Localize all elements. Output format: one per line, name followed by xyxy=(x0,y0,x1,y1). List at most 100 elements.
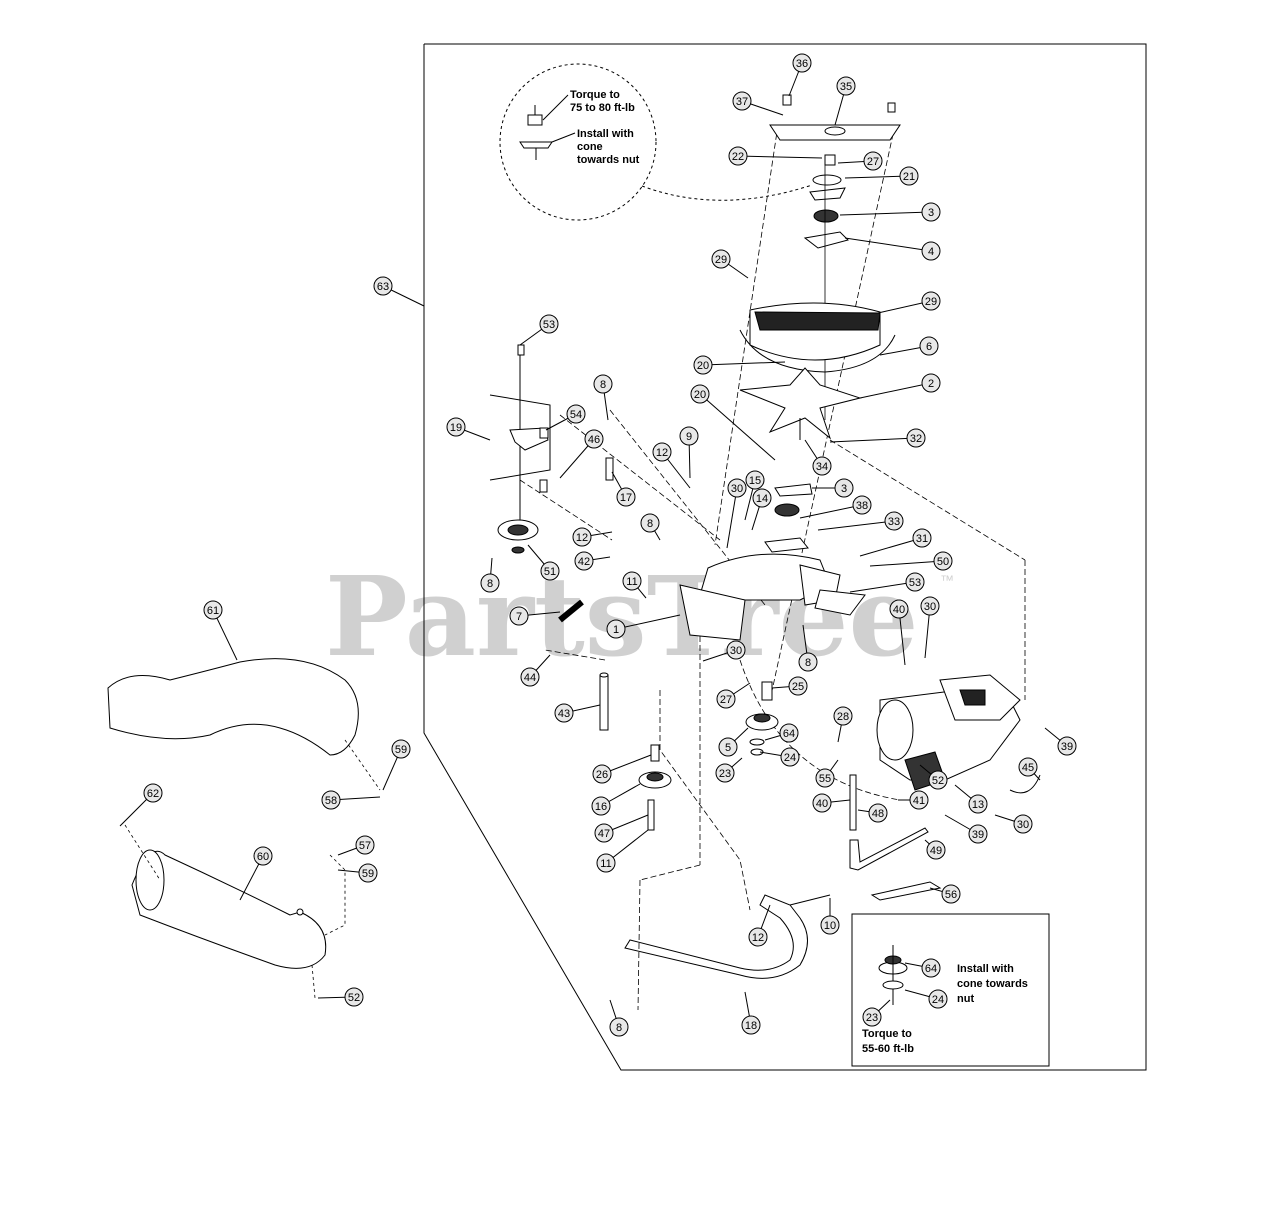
callout-circle xyxy=(921,958,941,978)
callout-circle xyxy=(566,404,586,424)
callout-c49: 49 xyxy=(924,839,946,860)
callout-c8c: 8 xyxy=(640,513,661,541)
callout-c9: 9 xyxy=(679,426,699,479)
callout-number: 20 xyxy=(697,360,709,372)
callout-circle xyxy=(592,764,612,784)
callout-number: 6 xyxy=(926,341,932,353)
callout-circle xyxy=(968,824,988,844)
callout-c5: 5 xyxy=(718,727,749,757)
callout-number: 19 xyxy=(450,422,462,434)
callout-number: 3 xyxy=(841,483,847,495)
note-inset-torque-1: Torque to xyxy=(862,1028,912,1040)
callout-number: 10 xyxy=(824,920,836,932)
callout-number: 44 xyxy=(524,672,536,684)
callout-c40b: 40 xyxy=(812,793,851,813)
callout-circle xyxy=(143,783,163,803)
callout-c20b: 20 xyxy=(690,384,776,461)
callout-circle xyxy=(921,291,941,311)
callout-c61: 61 xyxy=(203,600,238,661)
assembly-boundary xyxy=(423,43,1147,1071)
callout-circle xyxy=(253,846,273,866)
callout-number: 48 xyxy=(872,808,884,820)
callout-c37: 37 xyxy=(732,91,784,116)
callout-number: 50 xyxy=(937,556,949,568)
callout-circle xyxy=(798,652,818,672)
callout-c22: 22 xyxy=(728,146,823,166)
callout-circle xyxy=(1018,757,1038,777)
callout-circle xyxy=(779,723,799,743)
callout-circle xyxy=(640,513,660,533)
callout-circle xyxy=(933,551,953,571)
callout-circle xyxy=(921,373,941,393)
callout-c30c: 30 xyxy=(920,596,940,659)
callout-circle xyxy=(909,790,929,810)
note-top-torque-2: 75 to 80 ft-lb xyxy=(570,102,635,114)
callout-circle xyxy=(752,488,772,508)
callout-number: 26 xyxy=(596,769,608,781)
callout-c26: 26 xyxy=(592,754,652,784)
callout-number: 32 xyxy=(910,433,922,445)
callout-number: 64 xyxy=(783,728,795,740)
note-inset-install-1: Install with xyxy=(957,963,1014,975)
callout-circle xyxy=(520,667,540,687)
callout-c21: 21 xyxy=(844,166,919,186)
top-detail: Torque to 75 to 80 ft-lb Install with co… xyxy=(499,63,813,221)
callout-leader xyxy=(817,520,895,531)
callout-c8b: 8 xyxy=(480,557,500,593)
callout-circle xyxy=(836,76,856,96)
callout-circle xyxy=(591,796,611,816)
idler-bracket xyxy=(489,344,614,520)
callout-circle xyxy=(921,241,941,261)
callout-number: 8 xyxy=(647,518,653,530)
callout-c53a: 53 xyxy=(519,314,559,346)
callout-circle xyxy=(899,166,919,186)
callout-c50: 50 xyxy=(869,551,953,571)
callout-circle xyxy=(732,91,752,111)
callout-c27b: 27 xyxy=(716,682,751,709)
callout-circle xyxy=(834,478,854,498)
callout-number: 45 xyxy=(1022,762,1034,774)
callout-number: 8 xyxy=(487,578,493,590)
callout-circle xyxy=(741,1015,761,1035)
callout-c27a: 27 xyxy=(837,151,883,171)
callout-c39a: 39 xyxy=(944,814,988,844)
callout-circle xyxy=(905,572,925,592)
callout-c60: 60 xyxy=(239,846,273,901)
callout-circle xyxy=(941,884,961,904)
callout-circle xyxy=(792,53,812,73)
callout-c11a: 11 xyxy=(622,571,647,599)
watermark: PartsTree xyxy=(325,552,919,681)
callout-circle xyxy=(711,249,731,269)
callout-circle xyxy=(355,835,375,855)
callout-number: 8 xyxy=(616,1022,622,1034)
callout-number: 5 xyxy=(725,742,731,754)
callout-leader xyxy=(737,155,823,159)
callout-number: 52 xyxy=(932,775,944,787)
note-top-install-2: cone xyxy=(577,141,603,153)
callout-circle xyxy=(203,600,223,620)
callout-number: 30 xyxy=(730,645,742,657)
gear-housing xyxy=(679,553,866,641)
callout-circle xyxy=(622,571,642,591)
callout-c55: 55 xyxy=(815,759,839,788)
note-inset-install-3: nut xyxy=(957,993,974,1005)
callout-circle xyxy=(928,989,948,1009)
inset-detail: Install with cone towards nut Torque to … xyxy=(851,913,1050,1067)
callout-number: 8 xyxy=(805,657,811,669)
callout-c6: 6 xyxy=(879,336,939,356)
callout-number: 21 xyxy=(903,171,915,183)
callout-c2: 2 xyxy=(859,373,941,399)
callout-number: 35 xyxy=(840,81,852,93)
callout-number: 28 xyxy=(837,711,849,723)
callout-c64a: 64 xyxy=(764,723,799,743)
callout-circle xyxy=(926,840,946,860)
callout-number: 25 xyxy=(792,681,804,693)
callout-circle xyxy=(373,276,393,296)
callout-number: 51 xyxy=(544,566,556,578)
callout-number: 18 xyxy=(745,1020,757,1032)
callout-circle xyxy=(693,355,713,375)
callout-number: 31 xyxy=(916,533,928,545)
callout-number: 8 xyxy=(600,379,606,391)
callout-c30b: 30 xyxy=(702,640,746,662)
